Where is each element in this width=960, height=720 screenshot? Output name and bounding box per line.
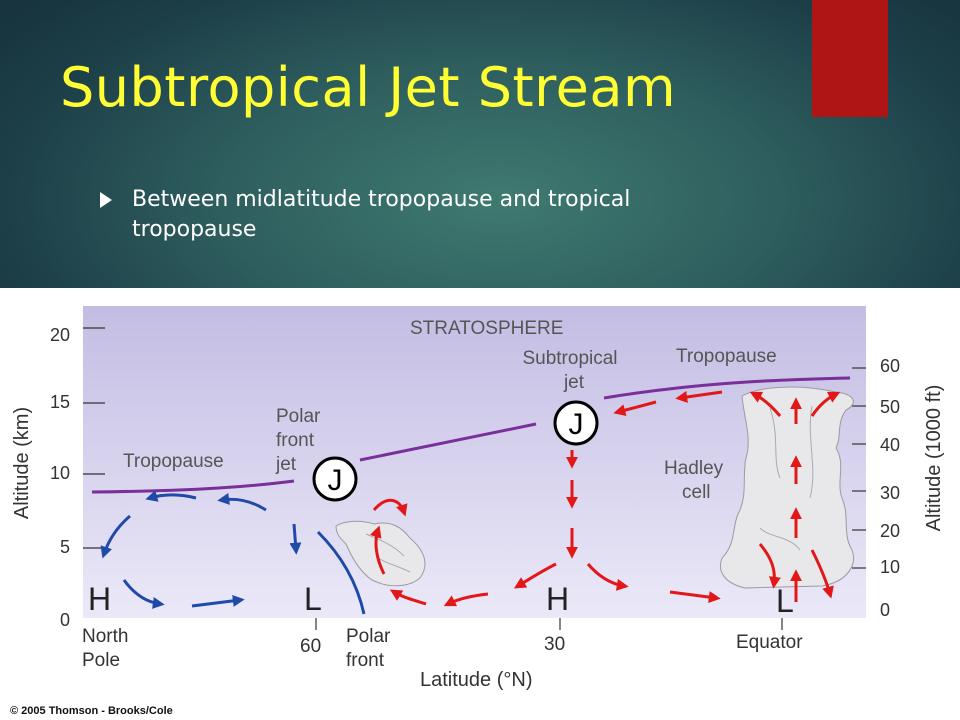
polar-front-jet-symbol: J xyxy=(312,456,358,502)
right-tick-label: 30 xyxy=(880,483,900,503)
hadley-cloud xyxy=(720,386,854,589)
hadley-cell-arrows xyxy=(370,390,841,607)
right-tick-label: 0 xyxy=(880,600,890,620)
polar-front-jet-label: front xyxy=(276,430,315,451)
accent-bar xyxy=(812,0,888,117)
jet-symbol-label: J xyxy=(569,408,584,441)
bullet-arrow-icon xyxy=(100,192,112,208)
high-pressure-label: H xyxy=(546,581,569,617)
right-axis xyxy=(852,367,866,569)
left-tick-label: 10 xyxy=(50,463,70,483)
subtropical-jet-label: jet xyxy=(563,372,585,393)
polar-front-cloud-shading xyxy=(365,533,411,573)
latitude-tick-label: 30 xyxy=(544,634,565,655)
stratosphere-label: STRATOSPHERE xyxy=(410,318,563,339)
tropopause-polar-segment xyxy=(91,479,295,494)
polar-front-cloud xyxy=(335,520,426,587)
subtropical-jet-symbol: J xyxy=(553,400,599,446)
equator-label: Equator xyxy=(736,632,803,653)
north-pole-label: Pole xyxy=(82,650,120,671)
jet-symbol-label: J xyxy=(328,464,343,497)
left-tick-label: 20 xyxy=(50,325,70,345)
left-tick-label: 5 xyxy=(60,537,70,557)
jet-stream-diagram: 20 15 10 5 0 Altitude (km) 60 50 40 30 2… xyxy=(10,306,945,717)
latitude-ticks xyxy=(315,618,783,630)
low-pressure-label: L xyxy=(304,581,322,617)
low-pressure-label: L xyxy=(776,583,794,619)
high-pressure-label: H xyxy=(88,581,111,617)
tropopause-label-left: Tropopause xyxy=(123,451,224,472)
bullet-item: Between midlatitude tropopause and tropi… xyxy=(100,185,742,245)
polar-cell-arrows xyxy=(100,490,366,615)
polar-front-boundary xyxy=(316,530,366,615)
slide-background xyxy=(0,0,960,288)
polar-front-jet-label: Polar xyxy=(276,406,321,427)
tropopause-tropical-segment xyxy=(603,376,851,400)
latitude-tick-label: 60 xyxy=(300,636,321,657)
right-tick-label: 20 xyxy=(880,521,900,541)
right-axis-title: Altitude (1000 ft) xyxy=(923,385,945,532)
hadley-cell-label: Hadley xyxy=(664,458,724,479)
x-axis-title: Latitude (°N) xyxy=(420,669,533,691)
polar-front-label: front xyxy=(346,650,385,671)
left-axis-title: Altitude (km) xyxy=(11,407,33,519)
right-tick-label: 50 xyxy=(880,397,900,417)
hadley-cell-label: cell xyxy=(682,482,711,503)
copyright-label: © 2005 Thomson - Brooks/Cole xyxy=(10,705,173,717)
tropopause-label-right: Tropopause xyxy=(676,346,777,367)
right-tick-label: 10 xyxy=(880,557,900,577)
right-tick-label: 60 xyxy=(880,356,900,376)
slide-title: Subtropical Jet Stream xyxy=(60,56,677,119)
polar-front-jet-label: jet xyxy=(275,454,297,475)
left-tick-label: 15 xyxy=(50,392,70,412)
tropopause-midlatitude-segment xyxy=(359,422,537,462)
right-tick-label: 40 xyxy=(880,435,900,455)
subtropical-jet-label: Subtropical xyxy=(522,348,617,369)
north-pole-label: North xyxy=(82,626,128,647)
left-tick-label: 0 xyxy=(60,610,70,630)
hadley-cloud-shading xyxy=(759,405,814,551)
polar-front-label: Polar xyxy=(346,626,391,647)
bullet-text: Between midlatitude tropopause and tropi… xyxy=(132,187,631,242)
